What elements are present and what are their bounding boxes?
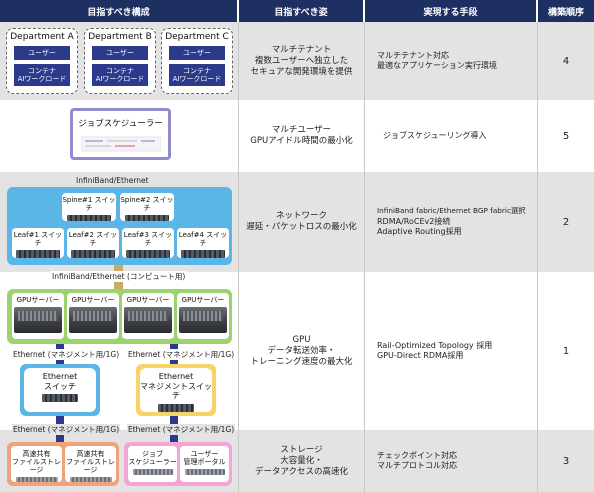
switch-icon [71,250,115,258]
switch-icon [126,250,170,258]
gpu-server-icon [14,307,62,333]
header-col-order: 構築順序 [538,0,594,22]
server-icon [132,469,173,475]
switch-icon [16,250,60,258]
job-scheduler-title: ジョブスケジューラー [78,119,163,129]
col-divider [537,22,538,492]
user-pill: ユーザー [92,46,148,60]
header-col-means: 実現する手段 [365,0,536,22]
mgmt-network-label: Ethernet (マネジメント用/1G) [12,349,121,360]
department-title: Department C [165,32,229,42]
department-title: Department B [88,32,152,42]
header-col-config: 目指すべき構成 [0,0,237,22]
goal-network: ネットワーク遅延・パケットロスの最小化 [246,211,357,232]
department-title: Department A [10,32,74,42]
gpu-server-3: GPUサーバー [122,293,174,339]
means-storage: チェックポイント対応マルチプロトコル対応 [377,450,457,471]
switch-icon [158,403,194,412]
storage-server-icon [69,477,112,482]
fabric-label: InfiniBand/Ethernet [76,176,149,185]
switch-icon [181,250,225,258]
user-pill: ユーザー [169,46,225,60]
means-multiuser: ジョブスケジューリング導入 [383,130,487,140]
storage-node-1: 高速共有ファイルストレージ [11,446,62,482]
gpu-server-2: GPUサーバー [67,293,119,339]
compute-network-label: InfiniBand/Ethernet (コンピュート用) [50,271,188,282]
gpu-server-4: GPUサーバー [177,293,229,339]
means-multitenant: マルチテナント対応最適なアプリケーション実行環境 [377,50,497,71]
goal-multitenant: マルチテナント複数ユーザーへ独立したセキュアな開発環境を提供 [250,44,353,77]
gpu-server-icon [124,307,172,333]
leaf-switch-4: Leaf#4 スイッチ [177,228,229,258]
storage-node-2: 高速共有ファイルストレージ [65,446,116,482]
storage-server-icon [15,477,58,482]
order-multiuser: 5 [562,130,570,142]
mgmt-network-label: Ethernet (マネジメント用/1G) [127,424,236,435]
gpu-server-icon [179,307,227,333]
order-multitenant: 4 [562,55,570,67]
header-col-goal: 目指すべき姿 [239,0,363,22]
gpu-server-icon [69,307,117,333]
job-scheduler-node: ジョブスケジューラー [128,446,177,482]
leaf-switch-1: Leaf#1 スイッチ [12,228,64,258]
leaf-switch-2: Leaf#2 スイッチ [67,228,119,258]
spine-switch-1: Spine#1 スイッチ [62,193,116,221]
job-scheduler-panel: ジョブスケジューラー [70,108,171,160]
mgmt-network-label: Ethernet (マネジメント用/1G) [12,424,121,435]
col-divider [364,22,365,492]
gpu-server-1: GPUサーバー [12,293,64,339]
leaf-switch-3: Leaf#3 スイッチ [122,228,174,258]
col-divider [238,22,239,492]
user-portal-node: ユーザー管理ポータル [180,446,229,482]
user-pill: ユーザー [14,46,70,60]
server-icon [184,469,225,475]
order-storage: 3 [562,455,570,467]
goal-storage: ストレージ大容量化・データアクセスの高速化 [254,444,349,477]
spine-switch-2: Spine#2 スイッチ [120,193,174,221]
order-gpu: 1 [562,345,570,357]
switch-icon [125,215,169,221]
order-network: 2 [562,216,570,228]
switch-icon [42,394,78,402]
scheduler-screenshot-icon [81,136,161,152]
switch-icon [67,215,111,221]
mgmt-network-label: Ethernet (マネジメント用/1G) [127,349,236,360]
